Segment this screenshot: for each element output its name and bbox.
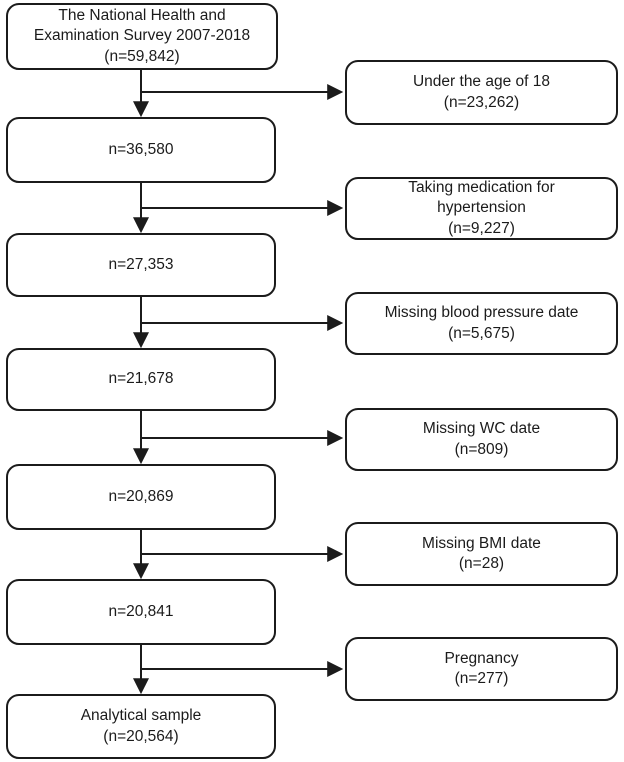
box-excl-missing-wc: Missing WC date (n=809): [345, 408, 618, 471]
box-step-after-medication-filter: n=27,353: [6, 233, 276, 297]
box-step-after-age-filter: n=36,580: [6, 117, 276, 183]
box-excl-under-18: Under the age of 18 (n=23,262): [345, 60, 618, 125]
box-analytical-sample: Analytical sample (n=20,564): [6, 694, 276, 759]
box-step-after-bmi-filter: n=20,841: [6, 579, 276, 645]
box-excl-missing-bmi: Missing BMI date (n=28): [345, 522, 618, 586]
box-excl-missing-bp: Missing blood pressure date (n=5,675): [345, 292, 618, 355]
box-source-survey: The National Health and Examination Surv…: [6, 3, 278, 70]
box-step-after-wc-filter: n=20,869: [6, 464, 276, 530]
box-excl-pregnancy: Pregnancy (n=277): [345, 637, 618, 701]
box-step-after-bp-filter: n=21,678: [6, 348, 276, 411]
box-excl-hypertension-medication: Taking medication for hypertension (n=9,…: [345, 177, 618, 240]
